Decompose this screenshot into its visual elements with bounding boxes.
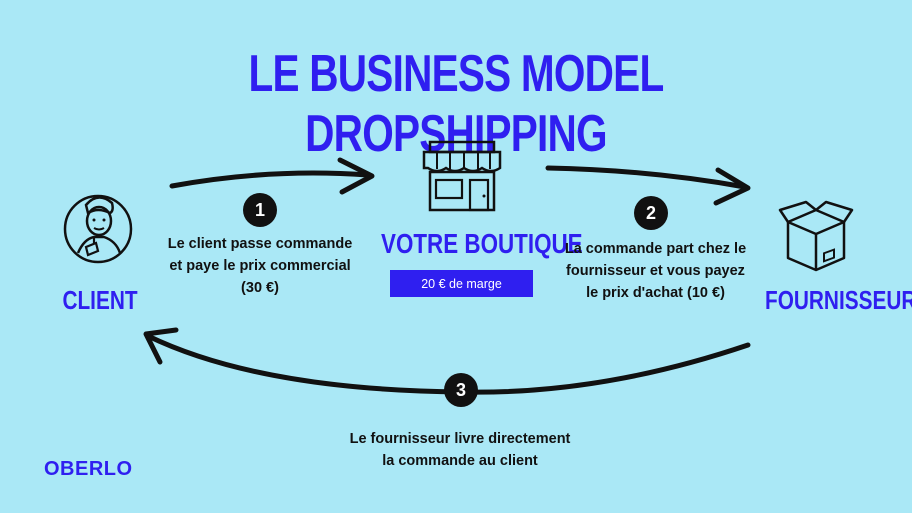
step-3-description: Le fournisseur livre directement la comm… (320, 428, 600, 472)
step-2-line: le prix d'achat (10 €) (586, 285, 725, 301)
arrow-boutique-to-fournisseur (545, 165, 751, 206)
storefront-icon (422, 140, 502, 212)
customer-icon (63, 194, 133, 264)
step-2-line: fournisseur et vous payez (566, 263, 745, 279)
box-icon (778, 200, 854, 272)
step-1-description: Le client passe commande et paye le prix… (150, 233, 370, 299)
boutique-label: VOTRE BOUTIQUE (381, 228, 583, 259)
step-1-line: (30 €) (241, 280, 279, 296)
step-2-line: La commande part chez le (564, 241, 747, 257)
step-2-description: La commande part chez le fournisseur et … (548, 238, 763, 304)
step-1-line: Le client passe commande (167, 236, 353, 252)
page-title: LE BUSINESS MODEL DROPSHIPPING (248, 45, 665, 163)
fournisseur-label: FOURNISSEUR (765, 285, 912, 315)
step-3-badge: 3 (444, 373, 478, 407)
step-3-line: Le fournisseur livre directement (349, 431, 571, 447)
step-1-badge: 1 (243, 193, 277, 227)
arrow-client-to-boutique (169, 157, 375, 195)
step-3-line: la commande au client (382, 453, 538, 469)
margin-badge: 20 € de marge (390, 270, 533, 297)
step-2-badge: 2 (634, 196, 668, 230)
client-label: CLIENT (62, 285, 138, 315)
step-1-line: et paye le prix commercial (169, 258, 351, 274)
oberlo-logo: OBERLO (44, 458, 133, 480)
